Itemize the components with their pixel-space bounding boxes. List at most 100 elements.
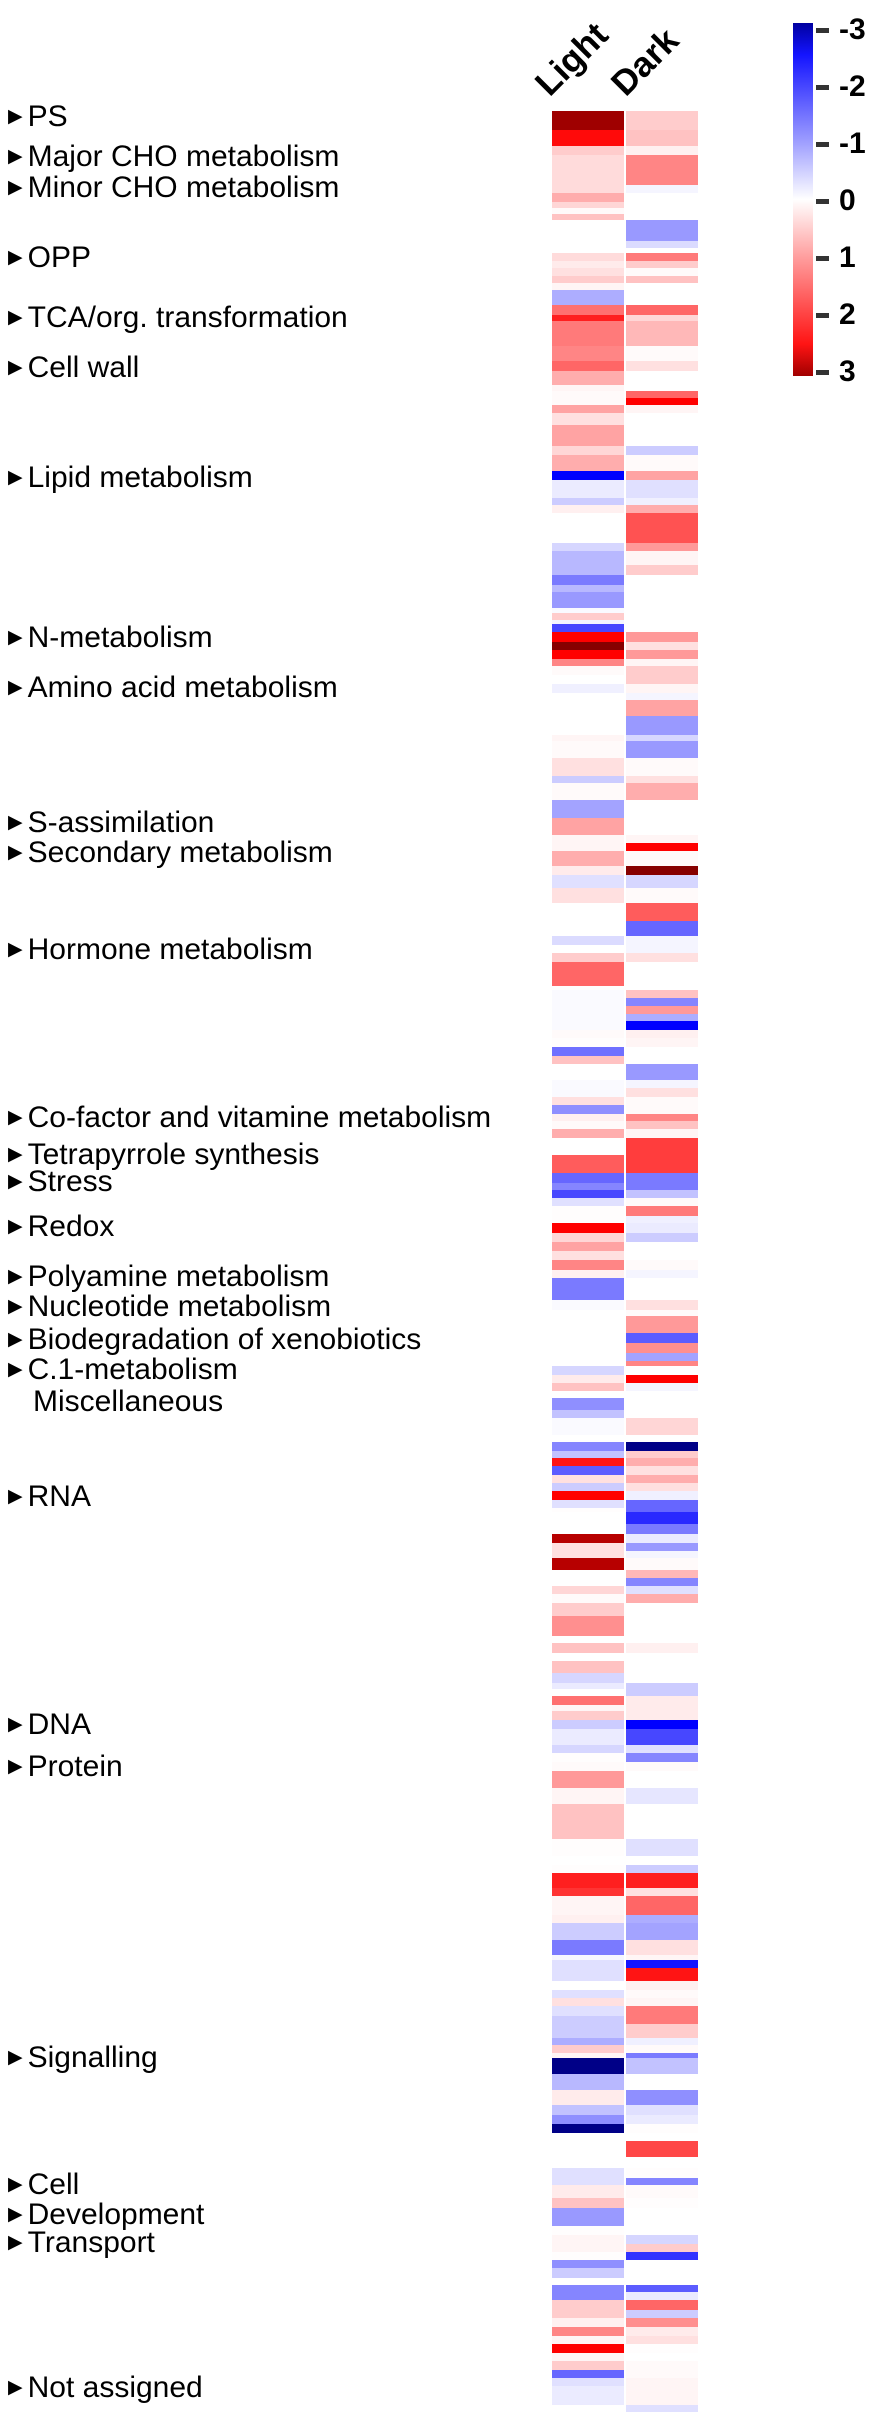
heatmap-cell-light: [552, 391, 624, 398]
heatmap-row: [552, 2370, 698, 2378]
heatmap-row: [552, 130, 698, 146]
heatmap-cell-light: [552, 220, 624, 241]
category-arrow-icon: ▶: [8, 627, 23, 648]
heatmap-cell-light: [552, 1138, 624, 1155]
category-arrow-icon: ▶: [8, 2232, 23, 2253]
heatmap-row: [552, 202, 698, 208]
heatmap-cell-dark: [626, 405, 698, 413]
heatmap-cell-light: [552, 1223, 624, 1233]
heatmap-cell-light: [552, 1064, 624, 1080]
heatmap-cell-dark: [626, 1653, 698, 1661]
heatmap-row: [552, 642, 698, 650]
heatmap-row: [552, 575, 698, 585]
heatmap-cell-light: [552, 1661, 624, 1673]
heatmap-row: [552, 2318, 698, 2327]
heatmap-cell-dark: [626, 2074, 698, 2090]
heatmap-cell-dark: [626, 2361, 698, 2370]
heatmap-row: [552, 1129, 698, 1138]
heatmap-cell-light: [552, 962, 624, 986]
heatmap-row: [552, 1278, 698, 1300]
heatmap-row: [552, 1873, 698, 1888]
category-label-text: PS: [27, 100, 68, 133]
heatmap-cell-dark: [626, 1771, 698, 1788]
category-label-text: Major CHO metabolism: [27, 140, 340, 173]
heatmap-row: [552, 346, 698, 361]
heatmap-cell-dark: [626, 371, 698, 385]
heatmap-cell-light: [552, 2386, 624, 2405]
heatmap-cell-light: [552, 1711, 624, 1720]
heatmap-cell-dark: [626, 480, 698, 498]
heatmap-cell-light: [552, 1603, 624, 1616]
heatmap-cell-light: [552, 1771, 624, 1788]
heatmap-cell-light: [552, 1940, 624, 1955]
heatmap-cell-dark: [626, 446, 698, 455]
heatmap-cell-dark: [626, 1300, 698, 1310]
heatmap-cell-light: [552, 276, 624, 283]
heatmap-cell-light: [552, 315, 624, 321]
heatmap-cell-light: [552, 2208, 624, 2226]
category-arrow-icon: ▶: [8, 1329, 23, 1350]
heatmap-row: [552, 385, 698, 391]
heatmap-row: [552, 155, 698, 185]
heatmap-row: [552, 1960, 698, 1968]
heatmap-cell-dark: [626, 741, 698, 758]
heatmap-cell-light: [552, 321, 624, 346]
heatmap-cell-dark: [626, 2208, 698, 2226]
heatmap-cell-dark: [626, 111, 698, 130]
heatmap-cell-dark: [626, 1030, 698, 1038]
heatmap-cell-dark: [626, 990, 698, 998]
heatmap-cell-light: [552, 283, 624, 290]
heatmap-row: [552, 2178, 698, 2185]
heatmap-cell-dark: [626, 1968, 698, 1981]
heatmap-row: [552, 2053, 698, 2058]
category-arrow-icon: ▶: [8, 2204, 23, 2225]
heatmap-cell-light: [552, 758, 624, 776]
heatmap-cell-light: [552, 1333, 624, 1343]
heatmap-cell-light: [552, 953, 624, 962]
heatmap-cell-dark: [626, 2141, 698, 2157]
heatmap-cell-dark: [626, 276, 698, 283]
column-header-light: Light: [527, 15, 616, 104]
heatmap-cell-light: [552, 835, 624, 843]
heatmap-row: [552, 758, 698, 776]
heatmap-cell-light: [552, 513, 624, 543]
heatmap-row: [552, 998, 698, 1006]
heatmap-cell-light: [552, 405, 624, 413]
heatmap-cell-dark: [626, 1458, 698, 1466]
heatmap-row: [552, 2090, 698, 2105]
heatmap-cell-dark: [626, 962, 698, 986]
heatmap-cell-dark: [626, 391, 698, 398]
heatmap-row: [552, 2353, 698, 2361]
heatmap-cell-dark: [626, 1578, 698, 1586]
heatmap-cell-light: [552, 1512, 624, 1524]
heatmap-cell-light: [552, 1508, 624, 1512]
heatmap-row: [552, 2105, 698, 2115]
heatmap-row: [552, 1442, 698, 1451]
heatmap-row: [552, 1500, 698, 1508]
heatmap-cell-light: [552, 1206, 624, 1216]
heatmap-cell-dark: [626, 716, 698, 735]
heatmap-cell-light: [552, 193, 624, 202]
heatmap-row: [552, 1233, 698, 1242]
heatmap-cell-light: [552, 2124, 624, 2133]
heatmap-cell-dark: [626, 1558, 698, 1570]
heatmap-row: [552, 290, 698, 305]
heatmap-cell-light: [552, 111, 624, 130]
category-arrow-icon: ▶: [8, 1107, 23, 1128]
heatmap-row: [552, 391, 698, 398]
heatmap-cell-dark: [626, 1398, 698, 1410]
heatmap-cell-dark: [626, 1333, 698, 1343]
heatmap-cell-light: [552, 632, 624, 642]
heatmap-row: [552, 776, 698, 783]
category-arrow-icon: ▶: [8, 1266, 23, 1287]
heatmap-cell-dark: [626, 2336, 698, 2344]
heatmap-row: [552, 2157, 698, 2168]
heatmap-row: [552, 321, 698, 346]
heatmap-cell-light: [552, 1570, 624, 1578]
heatmap-cell-light: [552, 2405, 624, 2412]
heatmap-cell-light: [552, 385, 624, 391]
heatmap-cell-dark: [626, 2090, 698, 2105]
heatmap-cell-dark: [626, 1260, 698, 1270]
heatmap-cell-dark: [626, 1661, 698, 1673]
heatmap-row: [552, 632, 698, 642]
